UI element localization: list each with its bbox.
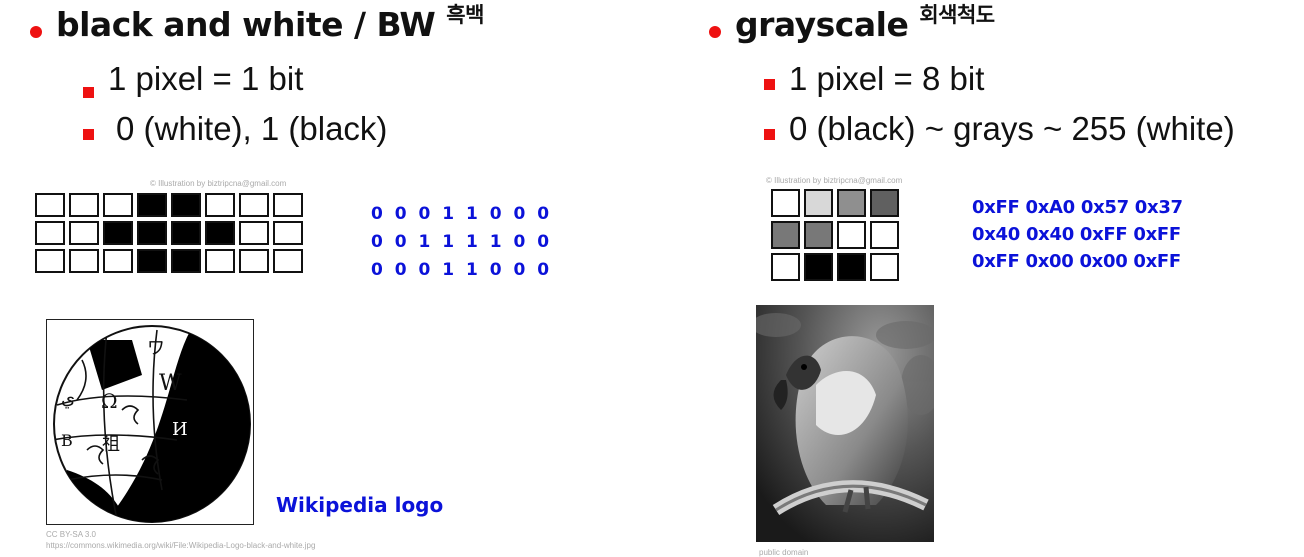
pixel-white: [205, 249, 235, 273]
bit-row: 0 0 1 1 1 1 0 0: [371, 232, 553, 252]
pixel-black: [137, 193, 167, 217]
pixel-gray: [870, 253, 899, 281]
pixel-white: [35, 221, 65, 245]
illustration-credit: © Illustration by biztripcna@gmail.com: [150, 179, 287, 188]
hex-row: 0xFF 0x00 0x00 0xFF: [972, 251, 1181, 272]
grayscale-item-1: 1 pixel = 8 bit: [789, 60, 985, 97]
grayscale-pixel-grid: [771, 189, 899, 281]
hex-row: 0x40 0x40 0xFF 0xFF: [972, 224, 1181, 245]
pixel-white: [239, 249, 269, 273]
pixel-white: [35, 193, 65, 217]
pixel-black: [171, 193, 201, 217]
bullet-square: [83, 87, 94, 98]
pixel-white: [273, 193, 303, 217]
pixel-white: [239, 221, 269, 245]
bullet-square: [83, 129, 94, 140]
pixel-gray: [870, 221, 899, 249]
pixel-black: [205, 221, 235, 245]
pixel-gray: [804, 189, 833, 217]
pixel-gray: [837, 253, 866, 281]
pixel-gray: [870, 189, 899, 217]
wikipedia-logo-image: W Ω ワ ي 祖 И B: [46, 319, 254, 525]
pixel-white: [273, 249, 303, 273]
pixel-gray: [837, 189, 866, 217]
bullet-square: [764, 79, 775, 90]
license-label: CC BY-SA 3.0: [46, 530, 96, 539]
bit-row: 0 0 0 1 1 0 0 0: [371, 204, 553, 224]
hex-values: 0xFF 0xA0 0x57 0x37 0x40 0x40 0xFF 0xFF …: [972, 194, 1183, 275]
pixel-white: [273, 221, 303, 245]
globe-glyph: И: [172, 419, 188, 440]
grayscale-item-2: 0 (black) ~ grays ~ 255 (white): [789, 110, 1235, 147]
pixel-gray: [771, 253, 800, 281]
grayscale-heading-text: grayscale: [735, 5, 909, 44]
logo-caption: Wikipedia logo: [276, 493, 444, 517]
bw-heading: black and white / BW 흑백: [56, 3, 484, 44]
globe-glyph: W: [159, 371, 182, 396]
bit-values: 0 0 0 1 1 0 0 0 0 0 1 1 1 1 0 0 0 0 0 1 …: [371, 200, 552, 284]
pixel-gray: [837, 221, 866, 249]
pixel-black: [137, 221, 167, 245]
pixel-white: [239, 193, 269, 217]
bullet-dot: [30, 26, 42, 38]
pixel-gray: [771, 221, 800, 249]
pixel-white: [103, 193, 133, 217]
pixel-gray: [804, 253, 833, 281]
bw-pixel-grid: [35, 193, 303, 273]
pixel-gray: [771, 189, 800, 217]
pixel-white: [69, 221, 99, 245]
illustration-credit: © Illustration by biztripcna@gmail.com: [766, 176, 903, 185]
grayscale-heading: grayscale 회색척도: [735, 3, 995, 44]
bw-item-1: 1 pixel = 1 bit: [108, 60, 304, 97]
globe-glyph: ワ: [147, 338, 165, 359]
bullet-dot: [709, 26, 721, 38]
bw-heading-text: black and white / BW: [56, 5, 436, 44]
pixel-black: [171, 221, 201, 245]
source-link[interactable]: https://commons.wikimedia.org/wiki/File:…: [46, 541, 316, 550]
photo-credit: public domain: [759, 548, 809, 557]
parrot-photo: [756, 305, 934, 542]
pixel-white: [35, 249, 65, 273]
parrot-image-icon: [756, 305, 934, 542]
pixel-white: [103, 249, 133, 273]
pixel-white: [69, 249, 99, 273]
globe-glyph: ي: [61, 388, 75, 409]
pixel-white: [205, 193, 235, 217]
pixel-black: [171, 249, 201, 273]
pixel-white: [69, 193, 99, 217]
hex-row: 0xFF 0xA0 0x57 0x37: [972, 197, 1183, 218]
bw-item-2: 0 (white), 1 (black): [116, 110, 388, 147]
grayscale-heading-korean: 회색척도: [919, 3, 995, 27]
pixel-black: [137, 249, 167, 273]
pixel-gray: [804, 221, 833, 249]
globe-glyph: B: [61, 431, 73, 450]
globe-glyph: Ω: [101, 389, 118, 413]
pixel-black: [103, 221, 133, 245]
bit-row: 0 0 0 1 1 0 0 0: [371, 260, 553, 280]
wikipedia-globe-icon: W Ω ワ ي 祖 И B: [53, 325, 251, 523]
globe-glyph: 祖: [102, 434, 120, 455]
bw-heading-korean: 흑백: [446, 3, 484, 27]
bullet-square: [764, 129, 775, 140]
